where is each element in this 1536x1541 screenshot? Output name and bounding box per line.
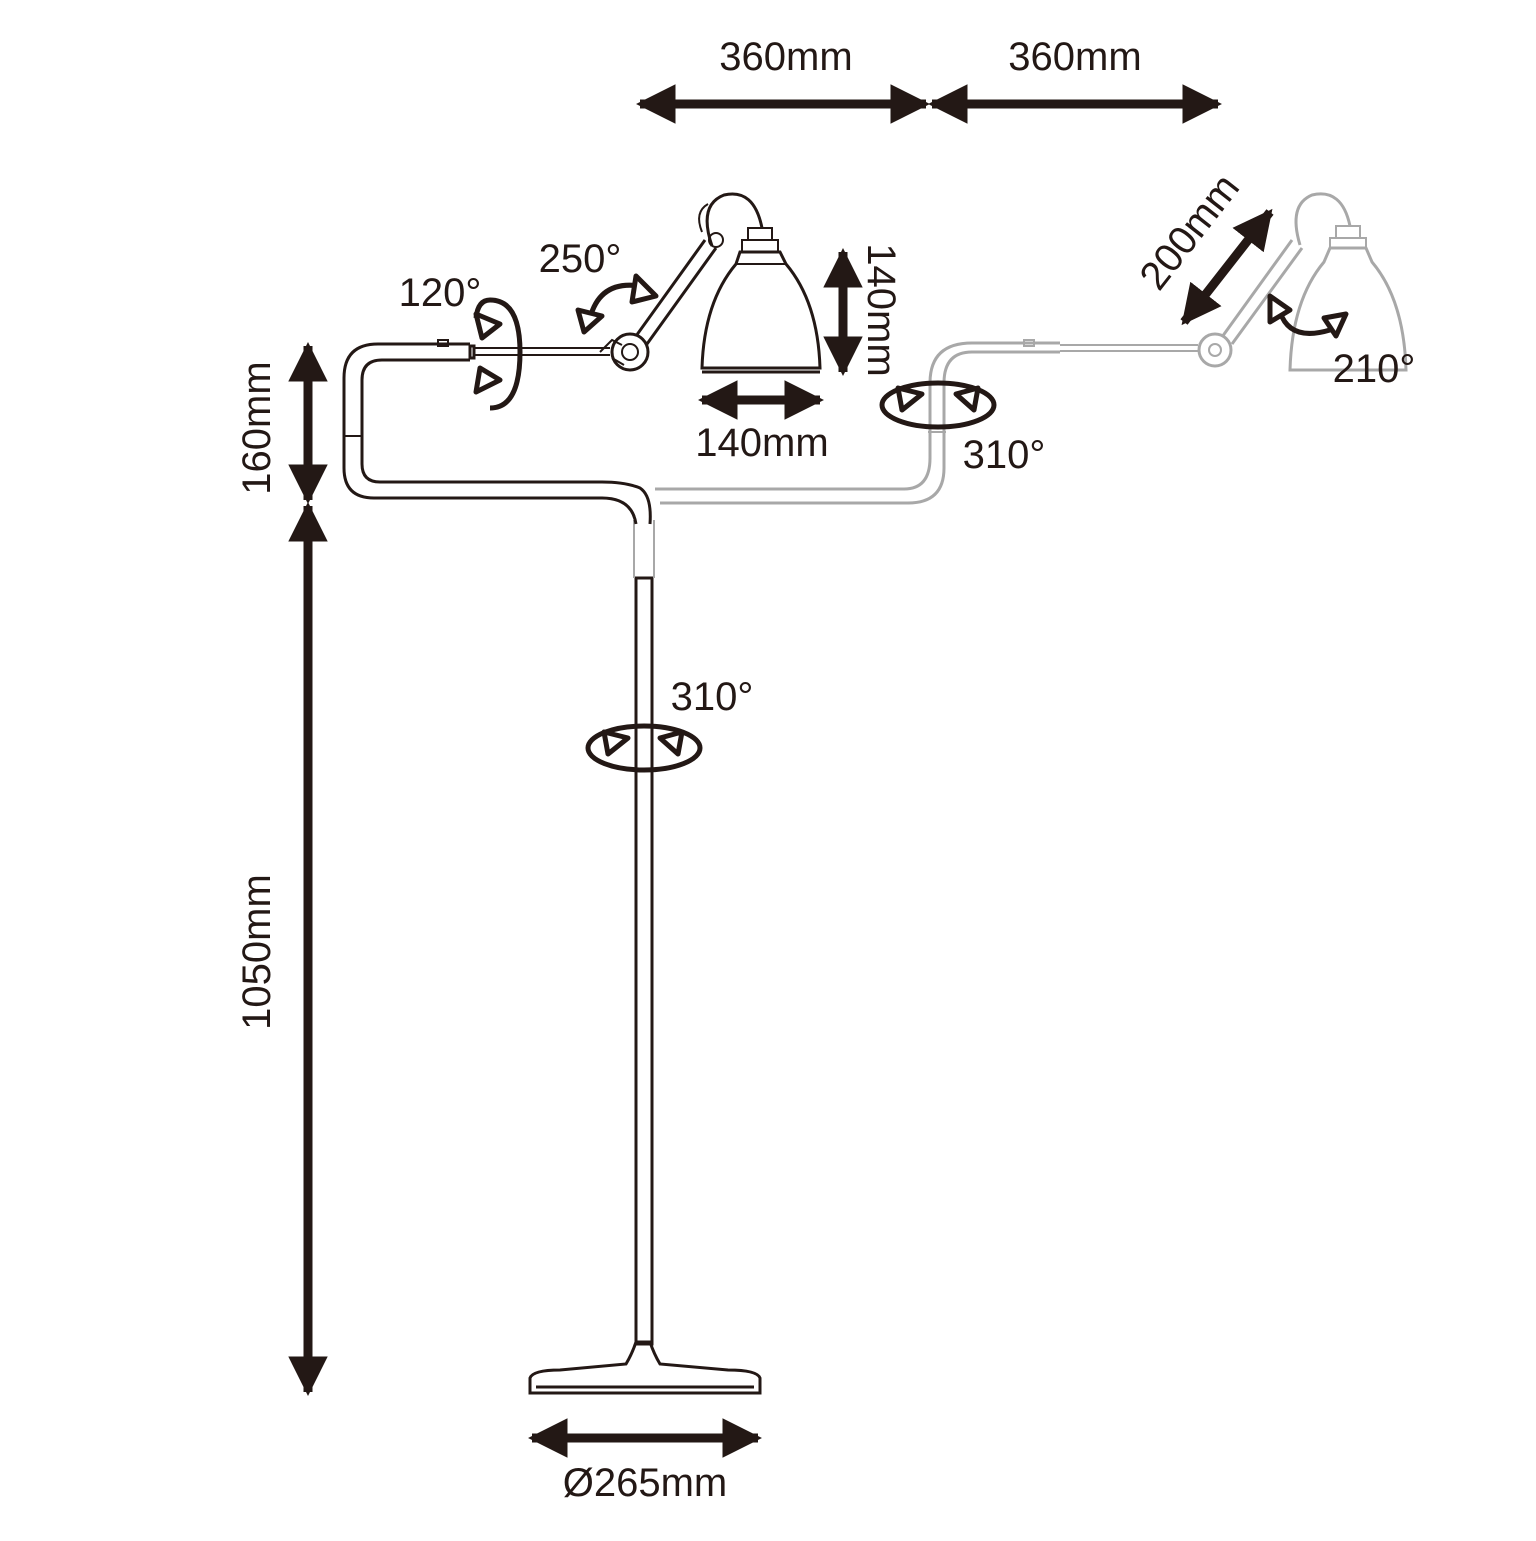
arm1-length-label: 360mm — [719, 35, 852, 79]
small-arm-length-arrow — [1180, 208, 1274, 326]
stand-height-label: 1050mm — [235, 874, 279, 1030]
elbow-rotation-icon — [879, 380, 997, 430]
arm-rotation-icon — [473, 297, 523, 411]
lamp-arm — [474, 347, 610, 356]
small-arm-length-label: 200mm — [1131, 166, 1248, 298]
rotation-indicators — [473, 273, 1349, 773]
lamp-small-arm — [634, 239, 718, 345]
lamp-upper-tube — [342, 339, 652, 525]
lamp-base — [528, 1340, 762, 1395]
lamp-shade — [700, 227, 822, 374]
lamp-joint — [599, 332, 650, 372]
stem-rotation-icon — [585, 723, 703, 773]
ghost-joint-rotation-icon — [1267, 293, 1349, 339]
offset-height-label: 160mm — [235, 361, 279, 494]
elbow-rotation-label: 310° — [963, 433, 1046, 477]
ghost-joint-rotation-label: 210° — [1333, 347, 1416, 391]
shade-diameter-label: 140mm — [695, 421, 828, 465]
ghost-lamp-position — [655, 192, 1408, 505]
lamp-stem — [633, 520, 655, 1346]
arm2-length-label: 360mm — [1008, 35, 1141, 79]
dimension-lines — [288, 84, 1274, 1458]
stem-rotation-label: 310° — [671, 675, 754, 719]
joint-rotation-label: 250° — [539, 237, 622, 281]
lamp-drawing — [342, 192, 822, 1395]
joint-rotation-icon — [575, 273, 659, 335]
shade-height-label: 140mm — [859, 243, 903, 376]
arm-rotation-label: 120° — [399, 271, 482, 315]
base-diameter-label: Ø265mm — [563, 1461, 728, 1505]
